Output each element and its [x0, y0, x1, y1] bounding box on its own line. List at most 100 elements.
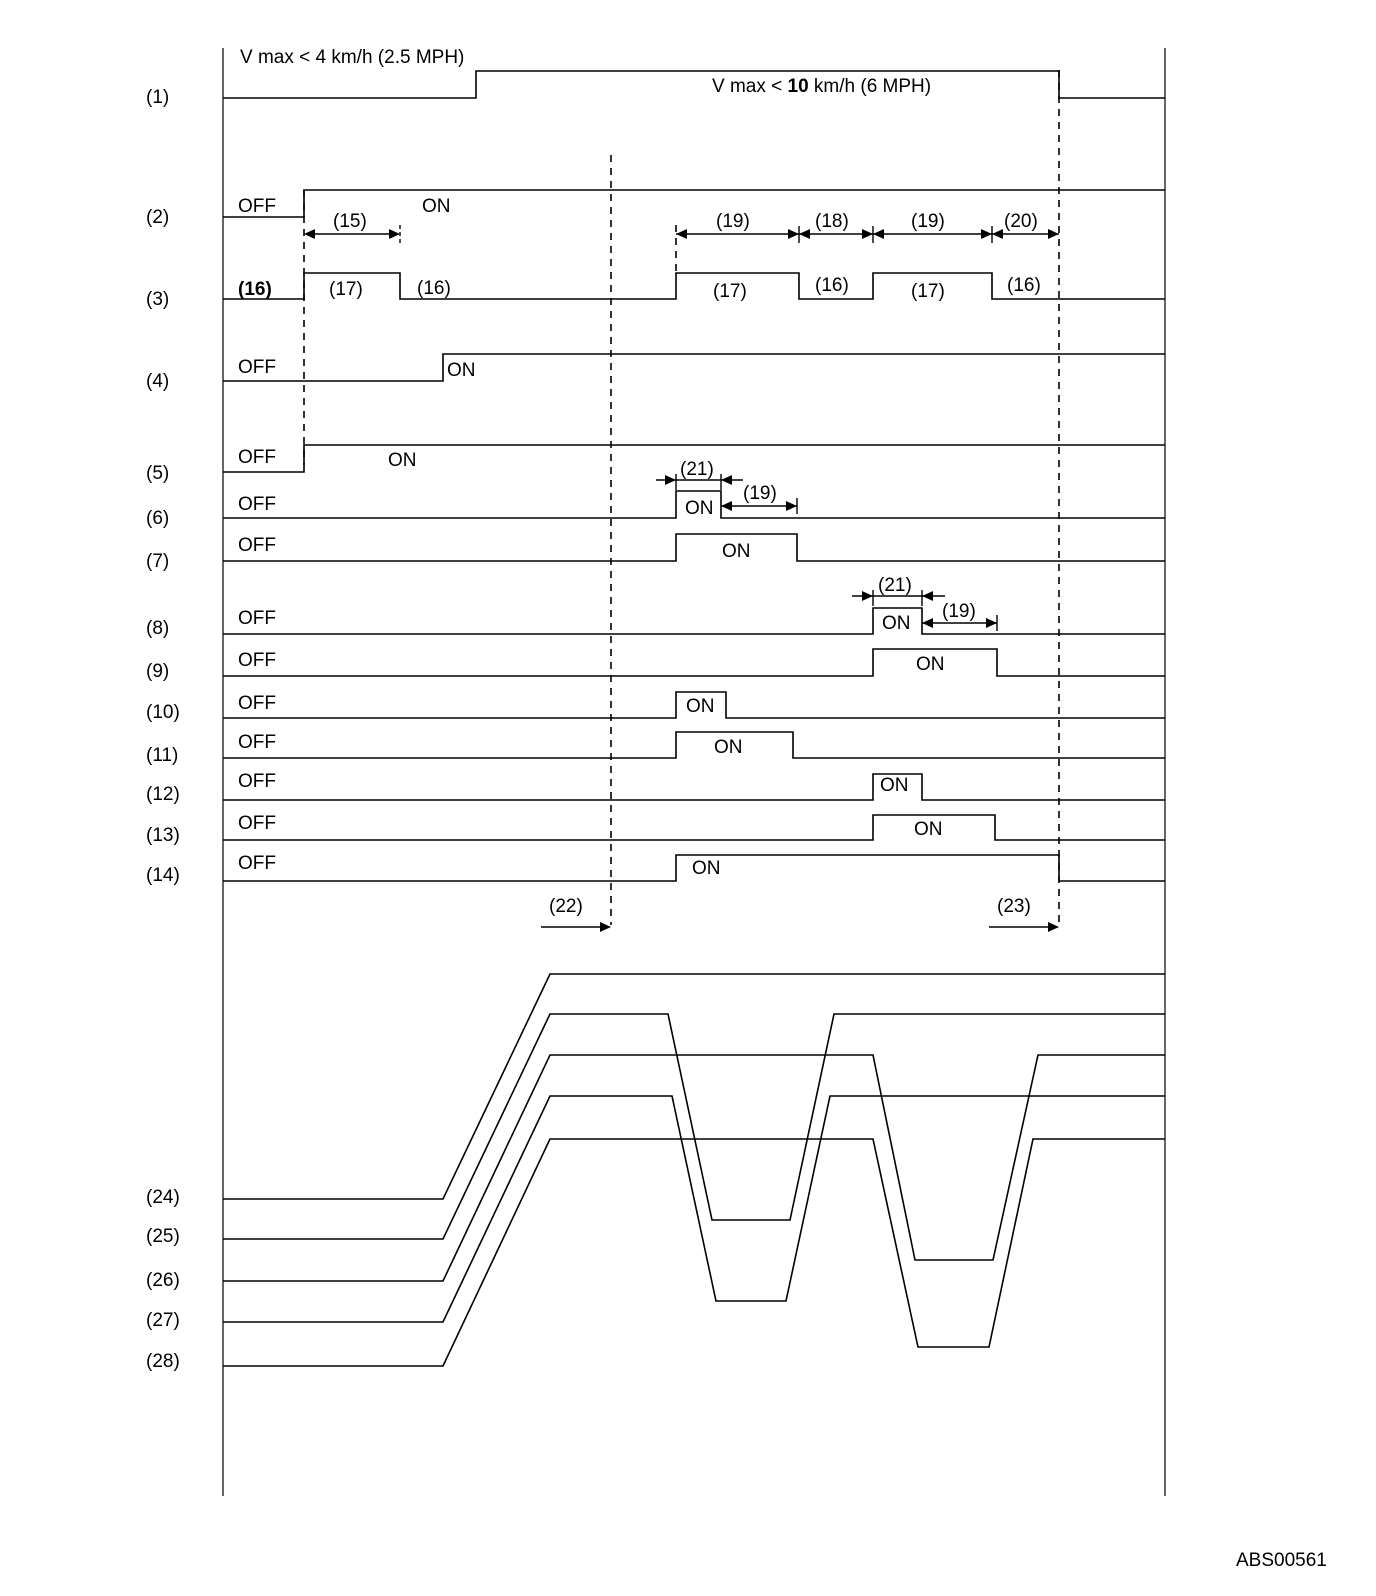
signal-8-off-label: OFF: [238, 608, 276, 629]
row-label-12: (12): [146, 784, 180, 805]
dim-19a-label: (19): [716, 211, 750, 232]
curve-28: [223, 1138, 1165, 1367]
dim-19b-label: (19): [911, 211, 945, 232]
signal-2: [223, 189, 1165, 218]
signal-12-on-label: ON: [880, 775, 909, 796]
signal-11-off-label: OFF: [238, 732, 276, 753]
dim-19d-arrow-right: [986, 618, 997, 628]
curve-24: [223, 973, 1165, 1200]
signal-11: [223, 731, 1165, 759]
signal-3: [223, 272, 1165, 300]
signal-12-off-label: OFF: [238, 771, 276, 792]
event-22-arrowhead: [600, 922, 611, 932]
dim-21b-arrow-left: [862, 591, 873, 601]
event-23-label: (23): [997, 896, 1031, 917]
signal-3-state-16-d: (16): [1007, 275, 1041, 296]
dim-18-arrow-right: [862, 229, 873, 239]
signal-10: [223, 691, 1165, 719]
row-label-13: (13): [146, 825, 180, 846]
dim-21b-label: (21): [878, 575, 912, 596]
dim-19a-arrow-left: [676, 229, 687, 239]
dim-19d-label: (19): [942, 601, 976, 622]
signal-8-on-label: ON: [882, 613, 911, 634]
dim-18-label: (18): [815, 211, 849, 232]
figure-code: ABS00561: [1236, 1550, 1327, 1571]
signal-5-off-label: OFF: [238, 447, 276, 468]
vmax-high-label: V max < 10 km/h (6 MPH): [712, 76, 931, 97]
row-label-6: (6): [146, 508, 169, 529]
signal-7: [223, 533, 1165, 562]
signal-13-off-label: OFF: [238, 813, 276, 834]
signal-5-on-label: ON: [388, 450, 417, 471]
signal-3-state-16-c: (16): [815, 275, 849, 296]
signal-2-off-label: OFF: [238, 196, 276, 217]
signal-9-on-label: ON: [916, 654, 945, 675]
dim-15-arrow-left: [304, 229, 315, 239]
signal-9-off-label: OFF: [238, 650, 276, 671]
dim-19c-arrow-right: [786, 501, 797, 511]
dim-19b-arrow-right: [981, 229, 992, 239]
signal-13: [223, 814, 1165, 841]
dim-21a-arrow-left: [665, 475, 676, 485]
signal-10-on-label: ON: [686, 696, 715, 717]
dim-19a-arrow-right: [788, 229, 799, 239]
signal-2-on-label: ON: [422, 196, 451, 217]
signal-14: [223, 854, 1165, 882]
signal-14-on-label: ON: [692, 858, 721, 879]
event-22-label: (22): [549, 896, 583, 917]
signal-3-state-17-c: (17): [911, 281, 945, 302]
row-label-26: (26): [146, 1270, 180, 1291]
signal-4: [223, 353, 1165, 382]
signal-7-on-label: ON: [722, 541, 751, 562]
signal-5: [223, 444, 1165, 473]
signal-6-off-label: OFF: [238, 494, 276, 515]
row-label-14: (14): [146, 865, 180, 886]
dim-20-arrow-right: [1048, 229, 1059, 239]
signal-3-state-17-b: (17): [713, 281, 747, 302]
signal-9: [223, 648, 1165, 677]
signal-14-off-label: OFF: [238, 853, 276, 874]
signal-10-off-label: OFF: [238, 693, 276, 714]
signal-11-on-label: ON: [714, 737, 743, 758]
signal-3-state-16-a: (16): [238, 279, 272, 300]
curve-25: [223, 1013, 1165, 1240]
signal-3-state-17-a: (17): [329, 279, 363, 300]
row-label-9: (9): [146, 661, 169, 682]
signal-4-off-label: OFF: [238, 357, 276, 378]
row-label-10: (10): [146, 702, 180, 723]
row-label-4: (4): [146, 371, 169, 392]
row-label-3: (3): [146, 289, 169, 310]
dim-20-label: (20): [1004, 211, 1038, 232]
row-label-7: (7): [146, 551, 169, 572]
signal-7-off-label: OFF: [238, 535, 276, 556]
signal-13-on-label: ON: [914, 819, 943, 840]
dim-19d-arrow-left: [922, 618, 933, 628]
dim-15-label: (15): [333, 211, 367, 232]
row-label-5: (5): [146, 463, 169, 484]
vmax-low-label: V max < 4 km/h (2.5 MPH): [240, 47, 464, 68]
dim-19c-arrow-left: [721, 501, 732, 511]
signal-1: [223, 70, 1165, 99]
dim-21a-label: (21): [680, 459, 714, 480]
dim-19c-label: (19): [743, 483, 777, 504]
row-label-2: (2): [146, 207, 169, 228]
signal-3-state-16-b: (16): [417, 278, 451, 299]
signal-4-on-label: ON: [447, 360, 476, 381]
signal-6-on-label: ON: [685, 498, 714, 519]
row-label-24: (24): [146, 1187, 180, 1208]
event-23-arrowhead: [1048, 922, 1059, 932]
row-label-1: (1): [146, 87, 169, 108]
row-label-8: (8): [146, 618, 169, 639]
row-label-27: (27): [146, 1310, 180, 1331]
dim-15-arrow-right: [389, 229, 400, 239]
curve-27: [223, 1095, 1165, 1323]
signal-12: [223, 773, 1165, 801]
signal-8: [223, 607, 1165, 635]
row-label-25: (25): [146, 1226, 180, 1247]
row-labels: (1) (2) (3) (4) (5) (6) (7) (8) (9) (10)…: [146, 87, 180, 1372]
curve-26: [223, 1054, 1165, 1282]
row-label-28: (28): [146, 1351, 180, 1372]
signal-6: [223, 490, 1165, 519]
row-label-11: (11): [146, 745, 178, 766]
